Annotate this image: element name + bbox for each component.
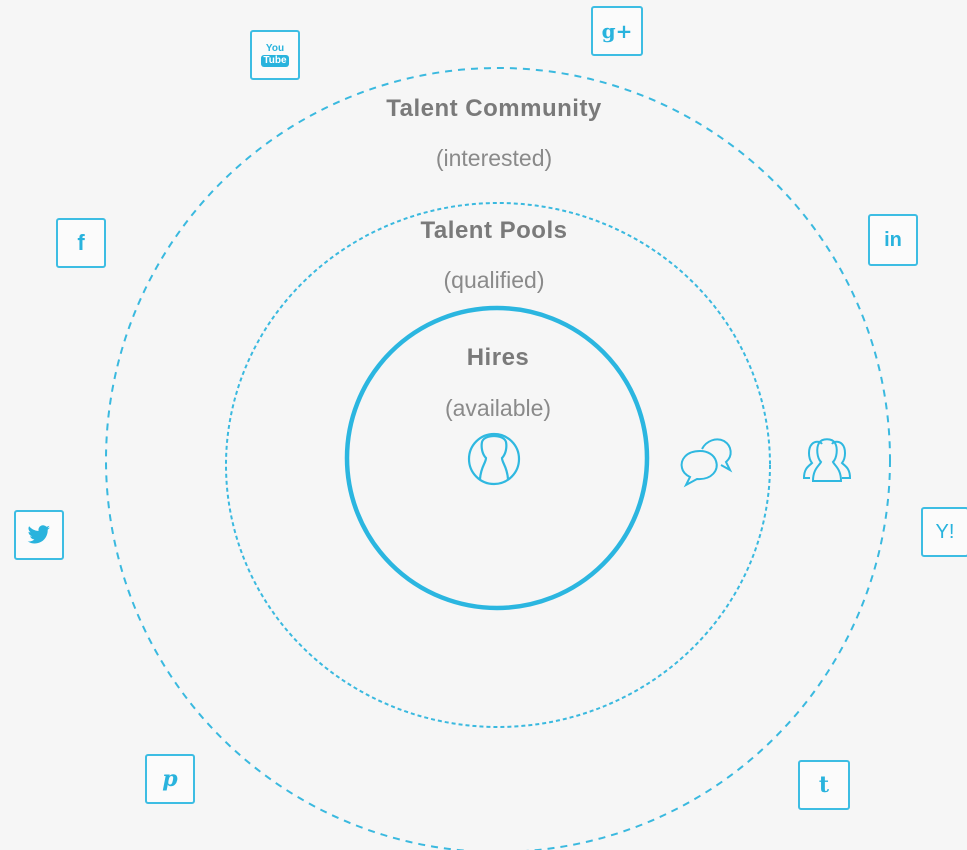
facebook-label: f	[77, 230, 85, 255]
yahoo-icon[interactable]: Y!	[921, 507, 967, 557]
linkedin-label: in	[884, 228, 902, 251]
twitter-icon[interactable]	[14, 510, 64, 560]
google-plus-label: g+	[601, 19, 633, 43]
hires-ring	[344, 305, 650, 611]
youtube-you: You	[265, 42, 285, 54]
youtube-logo: You Tube	[261, 42, 289, 67]
linkedin-icon[interactable]: in	[868, 214, 918, 266]
talent-pools-title: Talent Pools	[420, 217, 568, 244]
hires-subtitle: (available)	[444, 395, 552, 421]
facebook-icon[interactable]: f	[56, 218, 106, 268]
person-icon	[467, 432, 521, 486]
tumblr-icon[interactable]: t	[798, 760, 850, 810]
pinterest-label: p	[162, 766, 178, 792]
youtube-tube: Tube	[261, 54, 289, 67]
talent-pools-ring	[225, 202, 771, 728]
talent-community-title: Talent Community	[386, 95, 602, 122]
pinterest-icon[interactable]: p	[145, 754, 195, 804]
hires-title: Hires	[466, 344, 530, 371]
talent-community-subtitle: (interested)	[435, 145, 553, 171]
chat-bubbles-icon	[680, 438, 733, 488]
twitter-bird-icon	[27, 525, 50, 544]
talent-community-ring	[105, 67, 891, 850]
youtube-icon[interactable]: You Tube	[250, 30, 300, 80]
google-plus-icon[interactable]: g+	[591, 6, 643, 56]
tumblr-label: t	[818, 772, 830, 798]
talent-pools-subtitle: (qualified)	[443, 267, 545, 293]
yahoo-label: Y!	[935, 520, 955, 543]
group-icon	[802, 438, 852, 482]
